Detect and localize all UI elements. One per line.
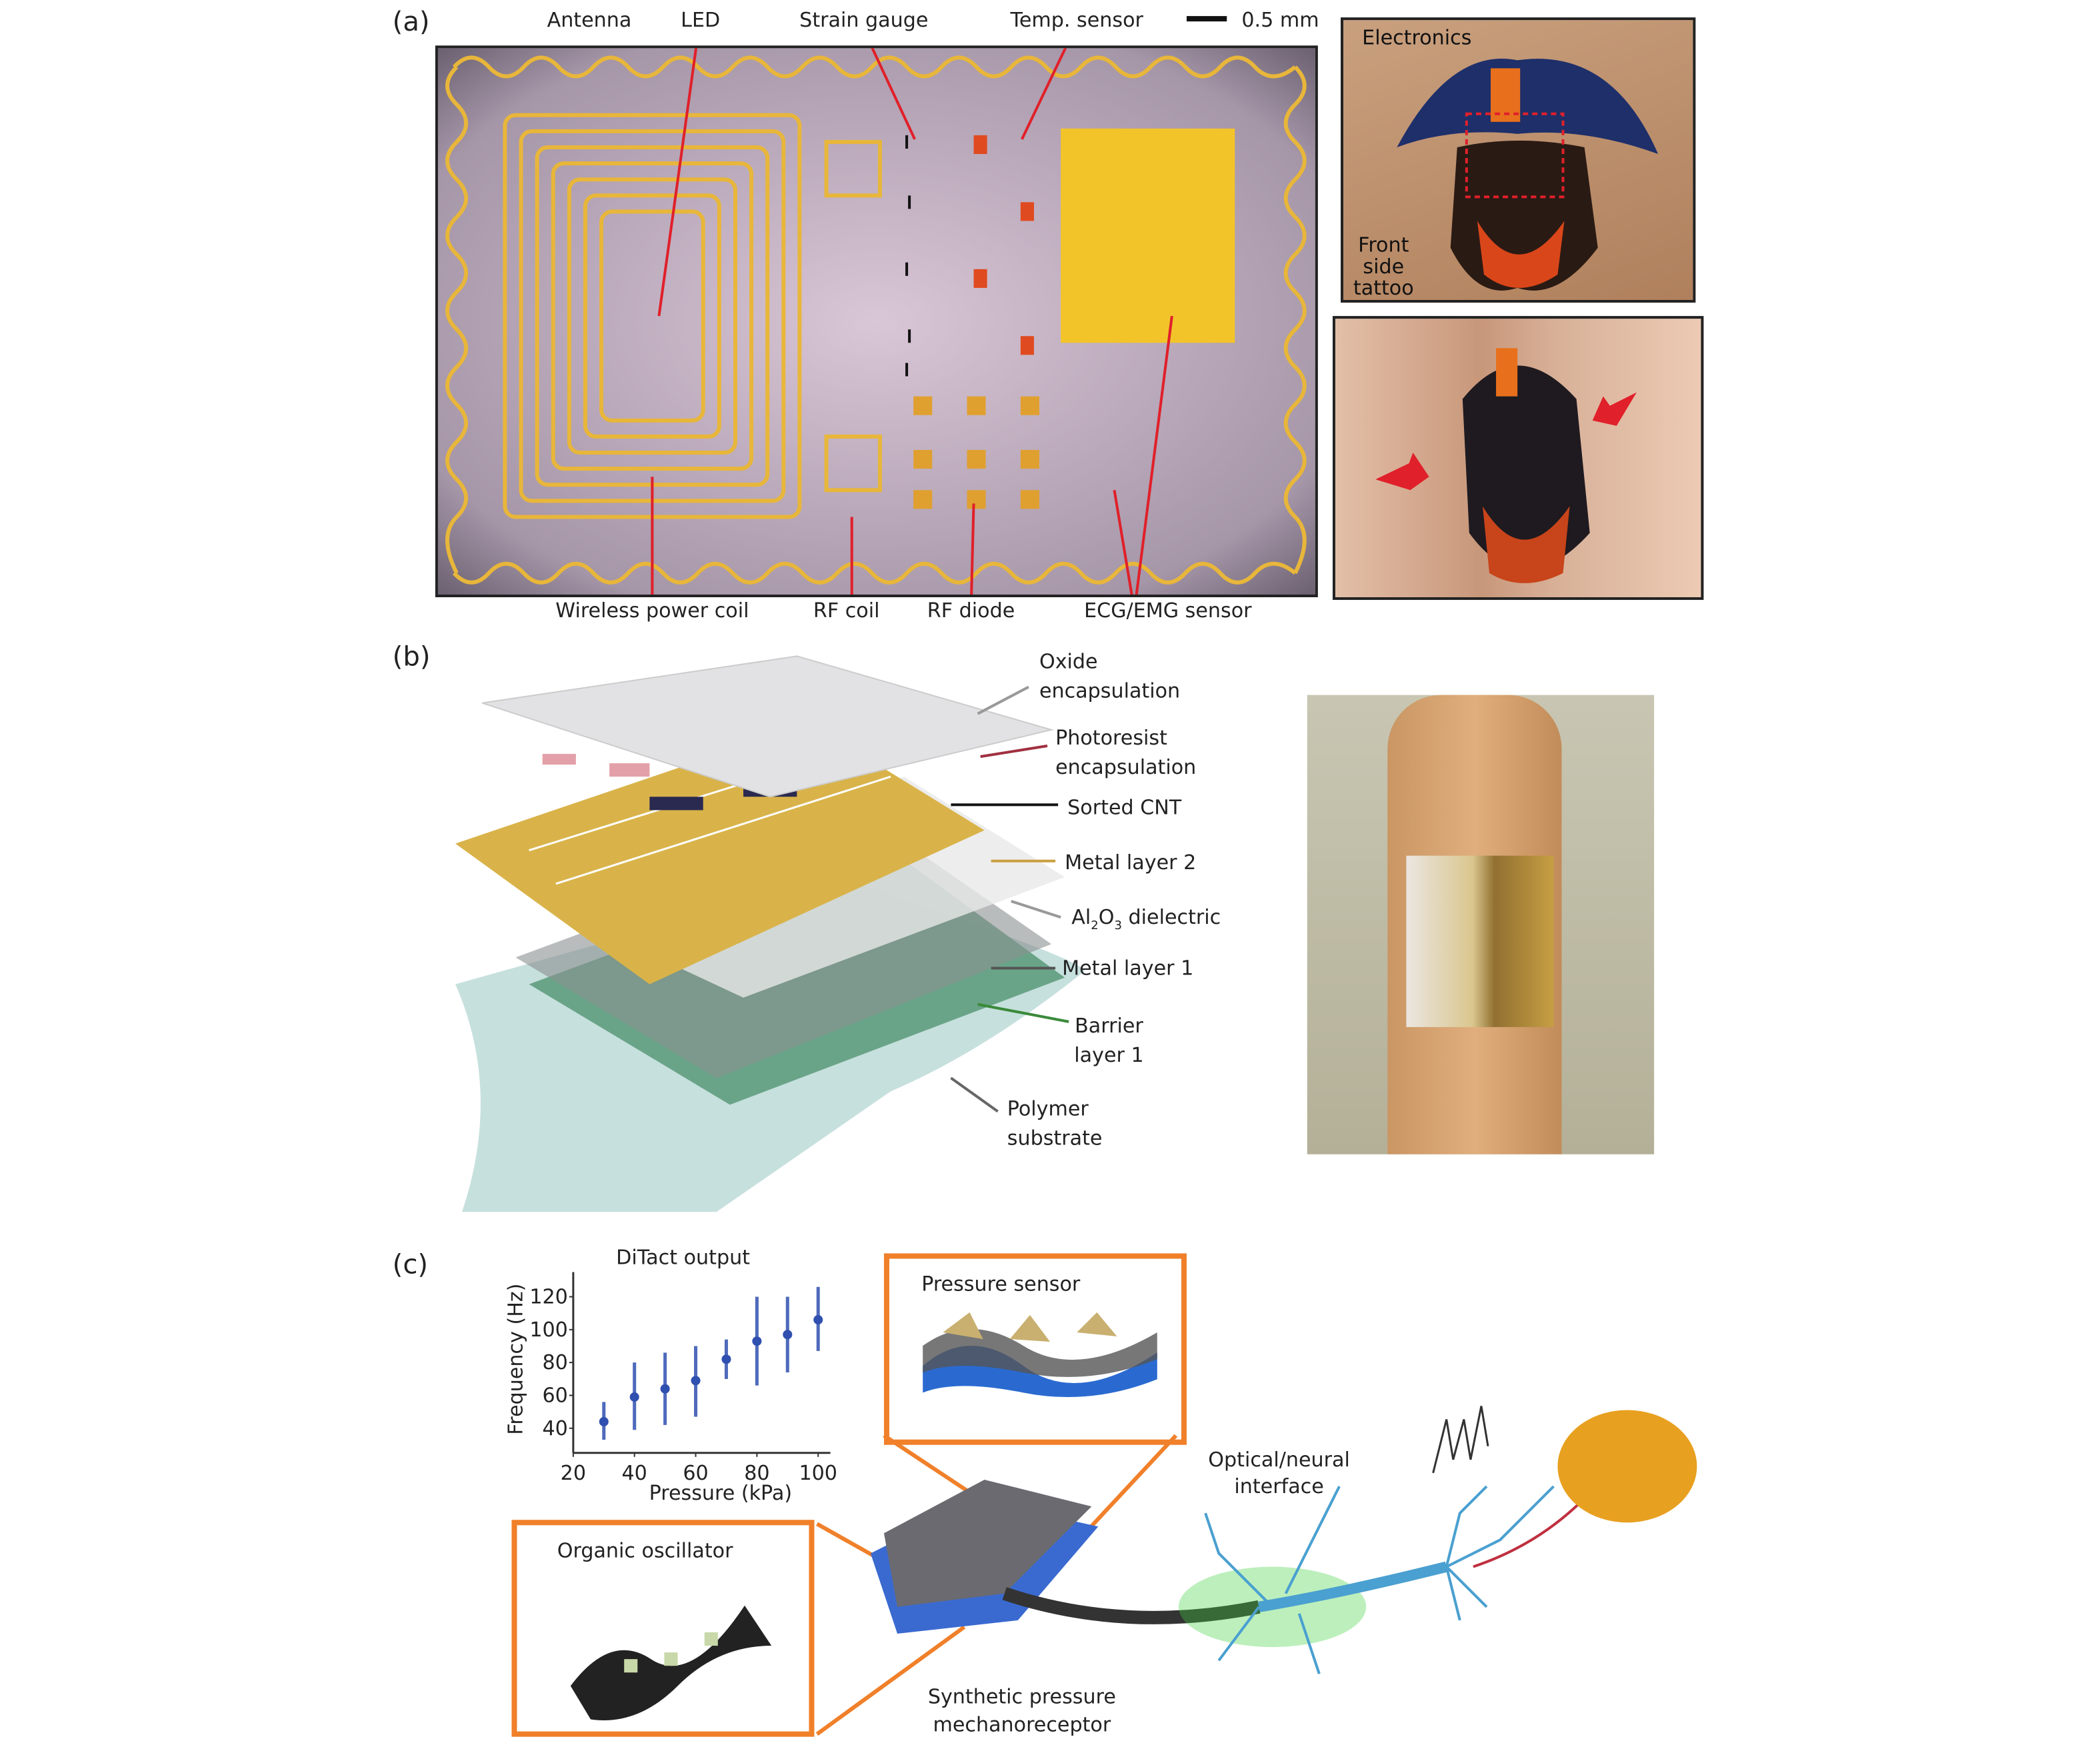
label-led: LED <box>681 8 721 33</box>
label-ecg-emg-sensor: ECG/EMG sensor <box>1084 599 1252 623</box>
wrist-photo <box>1307 695 1655 1154</box>
label-part: 3 <box>1114 920 1122 934</box>
label-line: encapsulation <box>1039 679 1181 703</box>
label-metal-layer-1: Metal layer 1 <box>1062 956 1194 980</box>
label-rf-diode: RF diode <box>927 599 1015 623</box>
tattoo-photo-pinched <box>1332 316 1704 601</box>
label-synthetic-mechanoreceptor: Synthetic pressure mechanoreceptor <box>928 1683 1116 1739</box>
label-line: Optical/neural <box>1208 1447 1350 1472</box>
label-wireless-power-coil: Wireless power coil <box>555 599 749 623</box>
device-top-layer <box>883 1479 1092 1607</box>
label-line: Oxide <box>1039 649 1098 674</box>
flexible-device-on-wrist <box>1406 855 1554 1027</box>
label-part: 2 <box>1091 920 1099 934</box>
label-line: encapsulation <box>1055 755 1197 780</box>
label-part: dielectric <box>1121 905 1221 930</box>
pressure-sensor-image <box>923 1312 1157 1398</box>
exploded-layer-diagram <box>455 655 1085 1212</box>
label-line: Polymer <box>1007 1096 1089 1121</box>
label-line: layer 1 <box>1074 1043 1144 1068</box>
x-tick-label: 100 <box>799 1462 837 1485</box>
y-tick-label: 80 <box>542 1351 567 1374</box>
y-tick-label: 40 <box>542 1417 567 1440</box>
label-line: Barrier <box>1075 1013 1143 1038</box>
pinched-tattoo-image <box>1375 348 1637 583</box>
ditact-chart: 20 40 60 80 100 40 60 80 100 120 <box>529 1272 837 1485</box>
label-polymer-substrate: Polymer substrate <box>1007 1094 1103 1152</box>
label-line: mechanoreceptor <box>933 1712 1111 1737</box>
label-line: Photoresist <box>1055 725 1167 751</box>
label-antenna: Antenna <box>547 8 632 33</box>
data-point <box>752 1336 762 1346</box>
panel-c-label: (c) <box>392 1248 429 1280</box>
pressure-sensor-inset: Pressure sensor <box>883 1253 1187 1445</box>
optical-fiber <box>1002 1587 1261 1624</box>
chart-title: DiTact output <box>616 1245 751 1270</box>
x-tick-label: 20 <box>561 1462 586 1485</box>
data-point <box>783 1330 793 1340</box>
nerve-axon <box>1258 1561 1448 1612</box>
label-sorted-cnt: Sorted CNT <box>1067 795 1182 820</box>
neural-pathway-illustration <box>870 1406 1697 1674</box>
x-tick-label: 80 <box>744 1462 769 1485</box>
x-tick-label: 40 <box>622 1462 647 1485</box>
label-rf-coil: RF coil <box>813 599 880 623</box>
electronics-micrograph <box>435 45 1318 598</box>
tattoo-label-line: Front <box>1358 233 1409 257</box>
data-point <box>813 1315 823 1325</box>
label-temp-sensor: Temp. sensor <box>1010 8 1143 33</box>
data-point <box>691 1376 701 1386</box>
organic-oscillator-inset: Organic oscillator <box>511 1520 815 1737</box>
panel-b-label: (b) <box>392 640 431 673</box>
label-line: Synthetic pressure <box>927 1684 1116 1709</box>
tattoo-label-line: side <box>1363 254 1405 279</box>
label-part: Al <box>1071 905 1091 930</box>
y-tick-label: 100 <box>529 1318 568 1342</box>
pirate-tattoo-image <box>1397 59 1659 291</box>
chart-ylabel: Frequency (Hz) <box>503 1283 528 1435</box>
dendrites <box>1204 1485 1555 1674</box>
scale-bar <box>1186 16 1227 22</box>
panel-a-label: (a) <box>392 5 430 38</box>
y-tick-label: 60 <box>542 1384 567 1408</box>
label-line: interface <box>1234 1474 1324 1499</box>
data-point <box>599 1416 609 1426</box>
annotation-arrows <box>651 48 1173 595</box>
label-electronics: Electronics <box>1362 25 1472 50</box>
chart-xlabel: Pressure (kPa) <box>649 1480 793 1506</box>
label-al2o3-dielectric: Al2O3 dielectric <box>1071 905 1221 933</box>
label-organic-oscillator: Organic oscillator <box>557 1538 733 1563</box>
scale-bar-label: 0.5 mm <box>1241 8 1319 33</box>
layer-arrows <box>950 685 1069 1113</box>
label-part: O <box>1098 905 1115 930</box>
label-barrier-layer-1: Barrier layer 1 <box>1074 1011 1143 1070</box>
label-line: substrate <box>1007 1126 1103 1150</box>
label-pressure-sensor: Pressure sensor <box>921 1272 1081 1296</box>
label-metal-layer-2: Metal layer 2 <box>1065 850 1197 874</box>
label-strain-gauge: Strain gauge <box>799 8 929 33</box>
data-point <box>629 1392 639 1402</box>
spike-train <box>1432 1406 1489 1474</box>
label-oxide-encapsulation: Oxide encapsulation <box>1039 647 1180 705</box>
data-point <box>660 1384 670 1394</box>
x-tick-label: 60 <box>683 1462 708 1485</box>
brain-icon <box>1557 1410 1697 1523</box>
organic-oscillator-image <box>570 1605 772 1720</box>
data-point <box>721 1354 731 1364</box>
label-photoresist-encapsulation: Photoresist encapsulation <box>1055 723 1196 782</box>
tattoo-label-line: tattoo <box>1353 275 1414 301</box>
y-tick-label: 120 <box>529 1286 568 1309</box>
